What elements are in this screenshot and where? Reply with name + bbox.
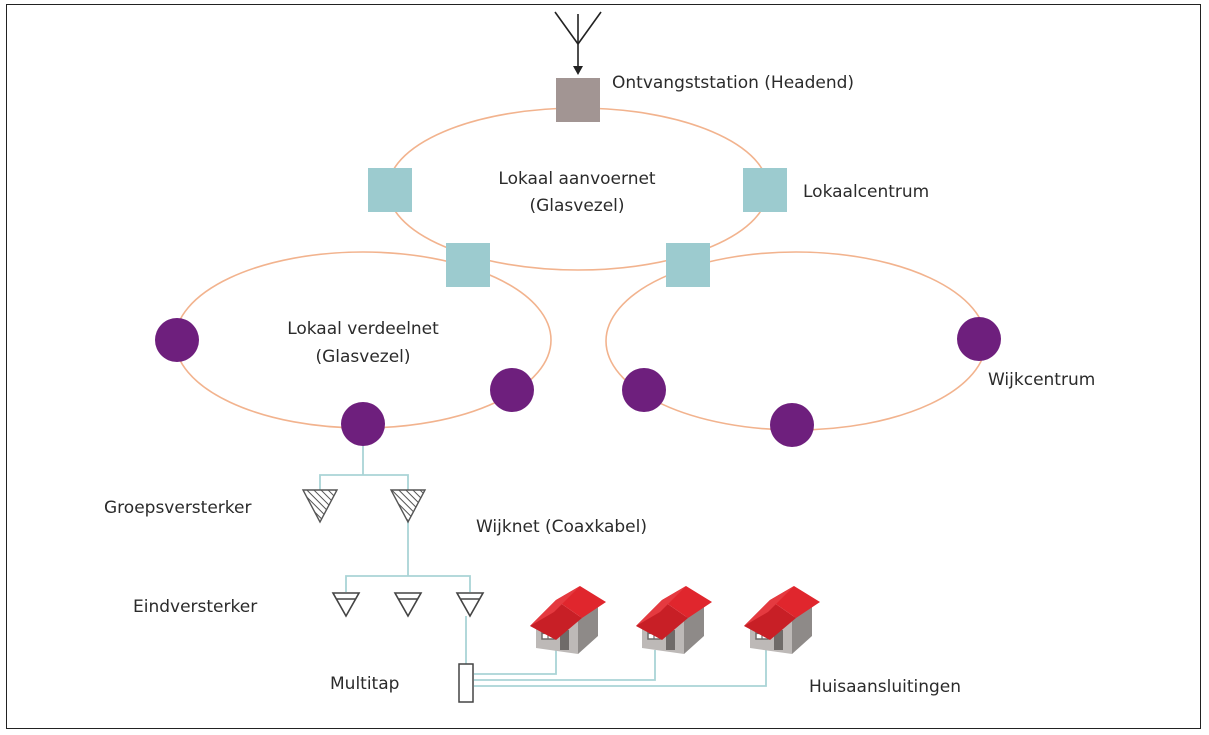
label-ring-top-sub: (Glasvezel) (529, 196, 624, 216)
multitap-box (458, 663, 474, 703)
wijkcentrum-node (622, 368, 666, 412)
groepsversterker-icon (301, 489, 339, 524)
house-icon (743, 585, 821, 655)
eindversterker-icon (331, 592, 361, 618)
label-lokaalcentrum: Lokaalcentrum (803, 182, 929, 202)
label-ring-left: Lokaal verdeelnet (287, 319, 439, 339)
diagram-frame (6, 4, 1201, 729)
wijkcentrum-node (957, 317, 1001, 361)
eindversterker-icon (455, 592, 485, 618)
label-wijknet: Wijknet (Coaxkabel) (476, 517, 647, 537)
wijkcentrum-node (490, 368, 534, 412)
label-multitap: Multitap (330, 674, 399, 694)
headend-node (556, 78, 600, 122)
house-icon (529, 585, 607, 655)
coax-lines (319, 446, 767, 687)
antenna-icon (554, 11, 602, 75)
label-wijkcentrum: Wijkcentrum (988, 370, 1095, 390)
lokaalcentrum-node (743, 168, 787, 212)
wijkcentrum-node (155, 318, 199, 362)
eindversterker-icon (393, 592, 423, 618)
groepsversterker-icon (389, 489, 427, 524)
lokaalcentrum-node (446, 243, 490, 287)
ring-aanvoernet (387, 107, 769, 271)
lokaalcentrum-node (666, 243, 710, 287)
label-huisaansluitingen: Huisaansluitingen (809, 677, 961, 697)
ring-verdeelnet-right (605, 251, 987, 431)
label-headend: Ontvangststation (Headend) (612, 73, 854, 93)
wijkcentrum-node (770, 403, 814, 447)
lokaalcentrum-node (368, 168, 412, 212)
label-groepsversterker: Groepsversterker (104, 498, 251, 518)
label-eindversterker: Eindversterker (133, 597, 257, 617)
house-icon (635, 585, 713, 655)
wijkcentrum-node (341, 402, 385, 446)
label-ring-top: Lokaal aanvoernet (498, 169, 656, 189)
label-ring-left-sub: (Glasvezel) (315, 347, 410, 367)
